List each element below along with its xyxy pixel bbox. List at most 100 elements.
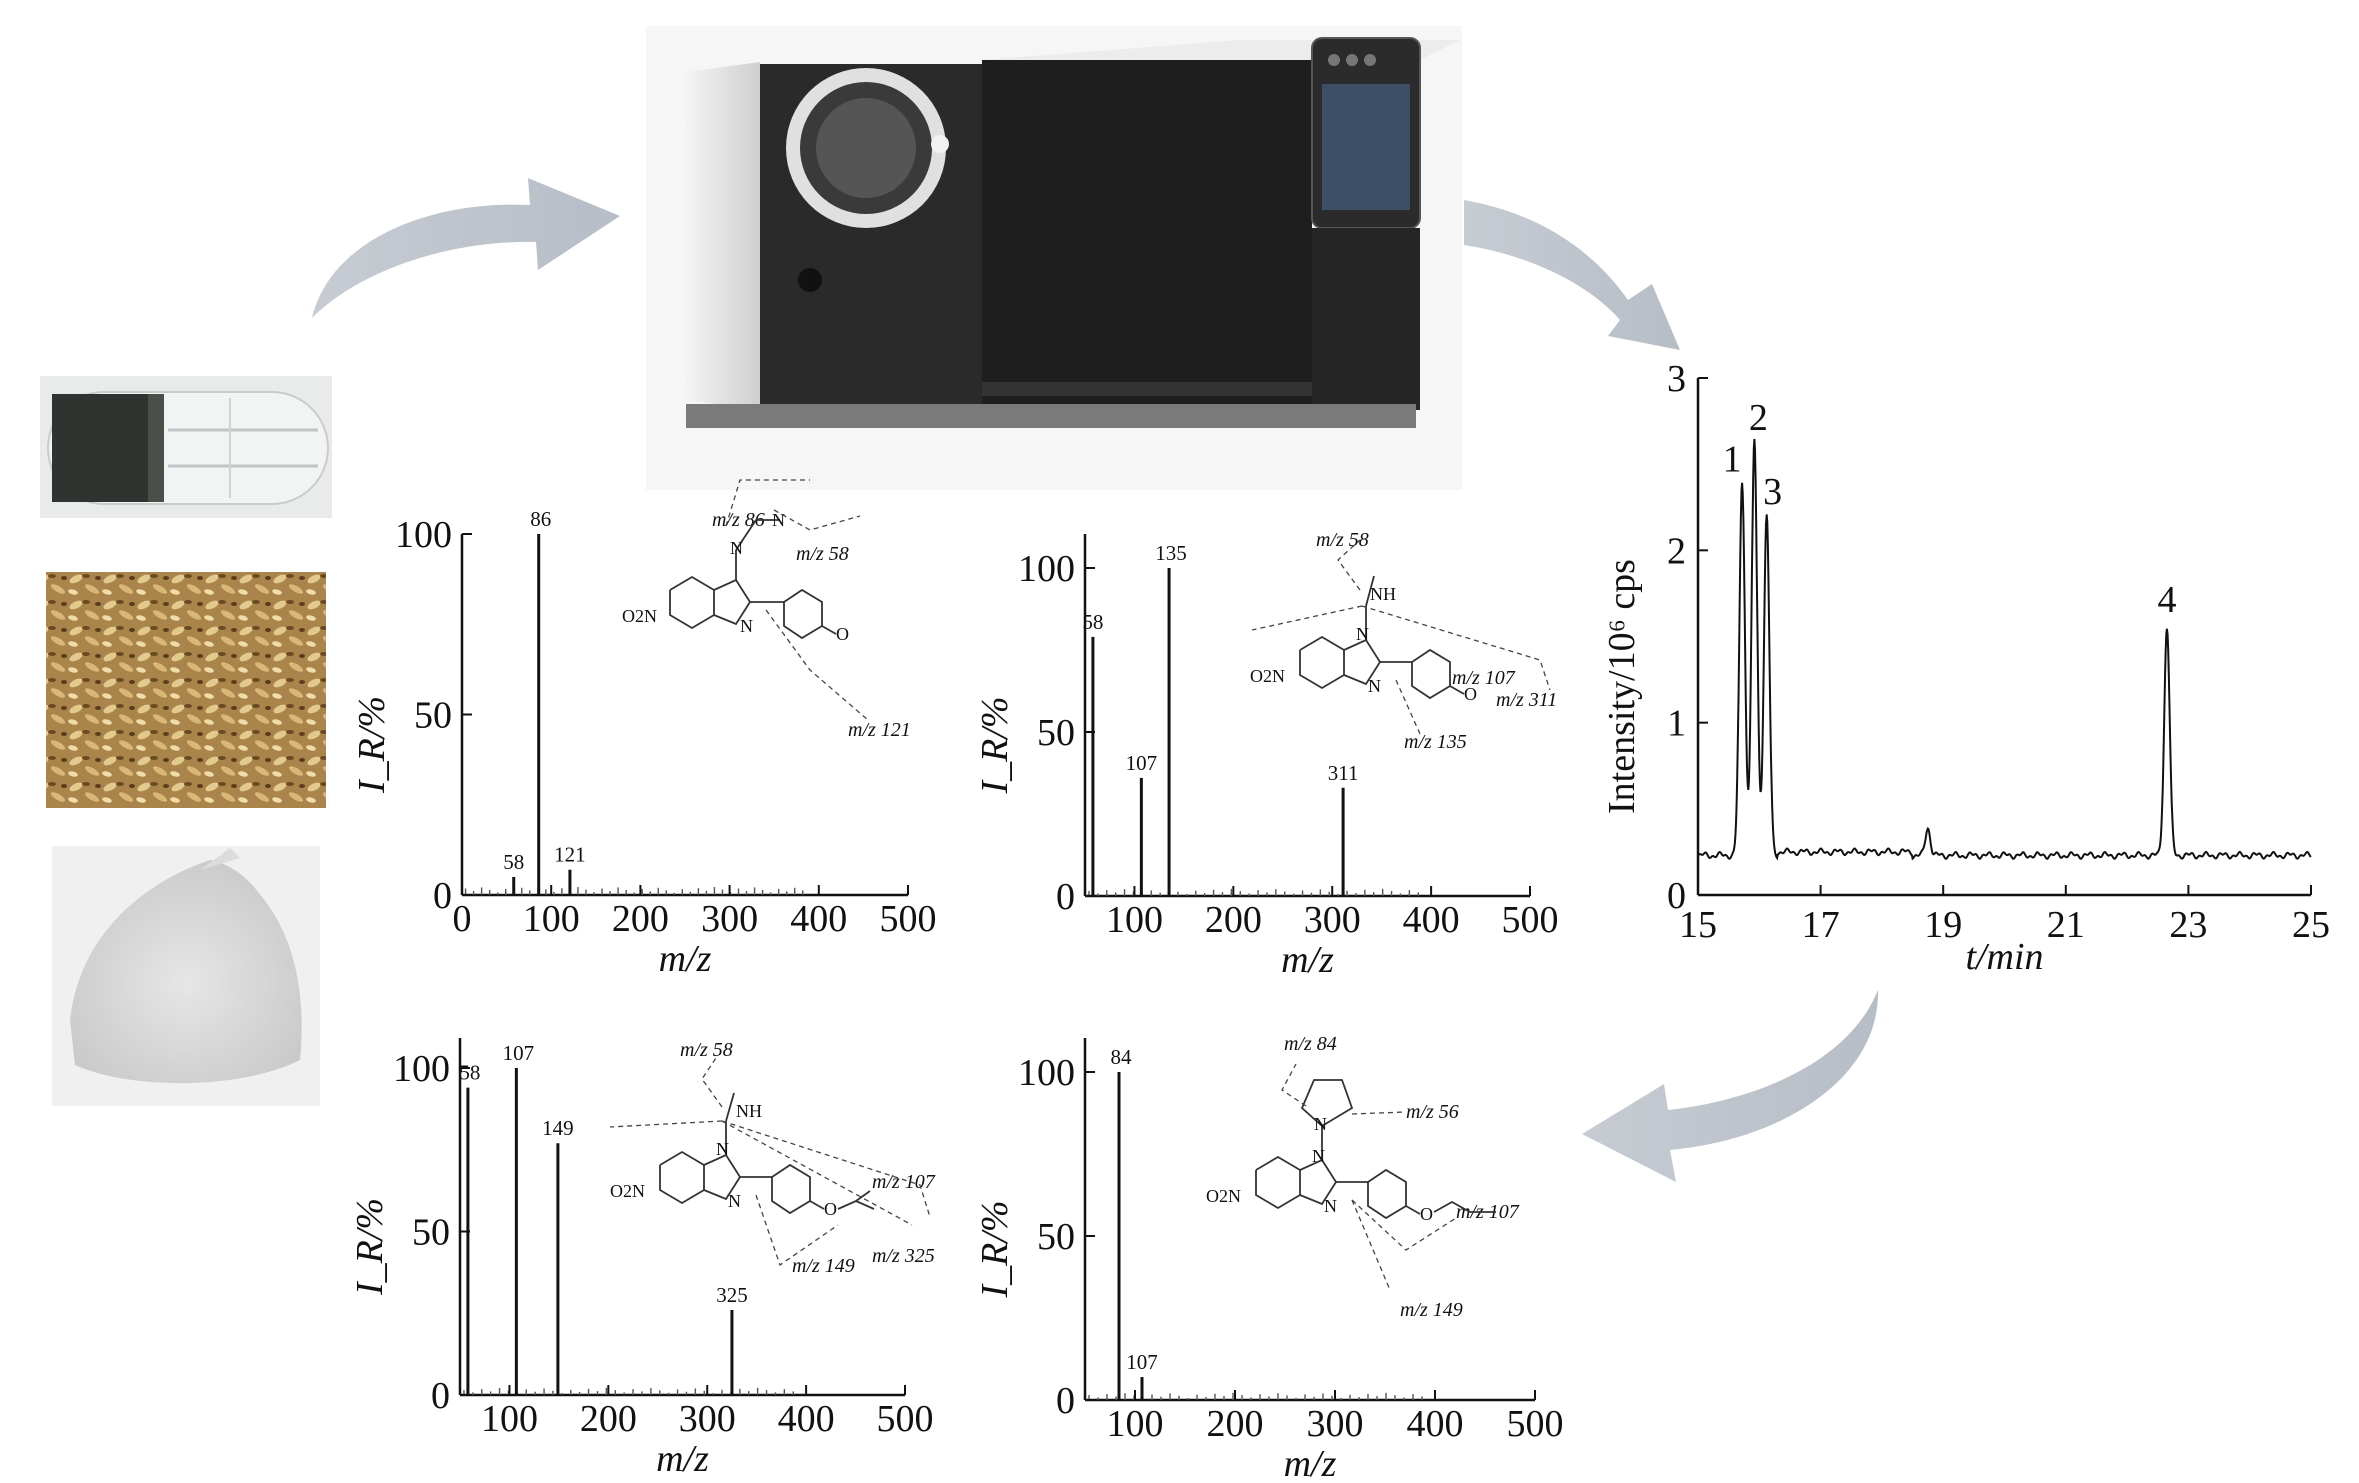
x-axis-title: m/z xyxy=(656,1438,709,1480)
process-arrow xyxy=(1464,200,1680,350)
fragment-label: m/z 149 xyxy=(792,1255,855,1277)
x-tick-label: 500 xyxy=(877,1398,934,1440)
fragment-label: m/z 58 xyxy=(796,543,849,565)
fragment-label: m/z 56 xyxy=(1406,1101,1459,1123)
structure-4: N N N O2N O xyxy=(1206,1063,1496,1291)
x-tick-label: 200 xyxy=(1207,1403,1264,1445)
y-tick-label: 50 xyxy=(412,1212,450,1254)
fragment-label: m/z 84 xyxy=(1284,1033,1337,1055)
atom-label: O xyxy=(824,1199,837,1219)
gc-ms-instrument-illustration xyxy=(646,26,1462,490)
x-tick-label: 500 xyxy=(1507,1403,1564,1445)
atom-label: O2N xyxy=(622,606,657,626)
x-tick-label: 200 xyxy=(1205,899,1262,941)
atom-label: O2N xyxy=(610,1181,645,1201)
y-tick-label: 3 xyxy=(1667,358,1686,400)
atom-label: O2N xyxy=(1250,666,1285,686)
capsule-photo xyxy=(40,376,332,518)
peak-label: 149 xyxy=(542,1116,574,1140)
x-tick-label: 100 xyxy=(523,898,580,940)
atom-label: N xyxy=(1356,624,1369,644)
x-tick-label: 400 xyxy=(1403,899,1460,941)
y-axis-title: Intensity/10⁶ cps xyxy=(1601,559,1643,814)
fragment-label: m/z 149 xyxy=(1400,1299,1463,1321)
peak-label: 107 xyxy=(1126,1350,1158,1374)
x-tick-label: 400 xyxy=(778,1398,835,1440)
x-axis-title: m/z xyxy=(1284,1443,1337,1483)
y-tick-label: 100 xyxy=(395,514,452,556)
chromatogram-trace xyxy=(1697,438,2312,861)
structure-3: NH N N O2N O xyxy=(609,1054,931,1267)
y-tick-label: 50 xyxy=(414,695,452,737)
atom-label: N xyxy=(1324,1196,1337,1216)
fragment-label: m/z 107 xyxy=(1452,667,1516,689)
y-tick-label: 100 xyxy=(1018,548,1075,590)
x-tick-label: 300 xyxy=(1307,1403,1364,1445)
fragment-label: m/z 121 xyxy=(848,719,911,741)
x-axis-title: t/min xyxy=(1965,936,2043,978)
atom-label: NH xyxy=(736,1101,762,1121)
x-tick-label: 300 xyxy=(701,898,758,940)
peak-number-label: 4 xyxy=(2157,579,2176,621)
y-tick-label: 0 xyxy=(431,1375,450,1417)
x-tick-label: 100 xyxy=(481,1398,538,1440)
fragment-label: m/z 58 xyxy=(1316,529,1369,551)
peak-label: 107 xyxy=(1126,751,1158,775)
atom-label: O xyxy=(1420,1204,1433,1224)
white-powder-photo xyxy=(52,846,320,1106)
atom-label: N xyxy=(730,538,743,558)
x-tick-label: 300 xyxy=(679,1398,736,1440)
y-tick-label: 0 xyxy=(433,875,452,917)
y-tick-label: 0 xyxy=(1056,876,1075,918)
x-tick-label: 500 xyxy=(1502,899,1559,941)
x-tick-label: 25 xyxy=(2292,904,2330,946)
atom-label: N xyxy=(716,1139,729,1159)
atom-label: NH xyxy=(1370,584,1396,604)
process-arrow xyxy=(312,178,620,318)
peak-label: 58 xyxy=(503,850,524,874)
peak-label: 86 xyxy=(530,507,551,531)
y-tick-label: 2 xyxy=(1667,530,1686,572)
atom-label: O xyxy=(1464,684,1477,704)
peak-label: 135 xyxy=(1155,541,1187,565)
fragment-label: m/z 107 xyxy=(872,1171,936,1193)
peak-number-label: 2 xyxy=(1749,397,1768,439)
y-tick-label: 0 xyxy=(1056,1380,1075,1422)
y-tick-label: 100 xyxy=(1018,1052,1075,1094)
x-axis-title: m/z xyxy=(659,938,712,980)
y-tick-label: 50 xyxy=(1037,1216,1075,1258)
peak-label: 58 xyxy=(1082,610,1103,634)
x-tick-label: 19 xyxy=(1924,904,1962,946)
y-tick-label: 0 xyxy=(1667,875,1686,917)
y-tick-label: 50 xyxy=(1037,712,1075,754)
x-tick-label: 300 xyxy=(1304,899,1361,941)
atom-label: N xyxy=(728,1191,741,1211)
y-axis-title: I_R/% xyxy=(974,1200,1016,1298)
x-tick-label: 200 xyxy=(612,898,669,940)
x-tick-label: 21 xyxy=(2047,904,2085,946)
structure-2: NH N N O2N O xyxy=(1250,539,1551,735)
x-tick-label: 500 xyxy=(880,898,937,940)
x-tick-label: 400 xyxy=(790,898,847,940)
x-tick-label: 200 xyxy=(580,1398,637,1440)
x-tick-label: 400 xyxy=(1407,1403,1464,1445)
process-arrow xyxy=(1582,990,1879,1182)
atom-label: N xyxy=(1368,676,1381,696)
atom-label: O xyxy=(836,624,849,644)
atom-label: N xyxy=(772,510,785,530)
y-axis-title: I_R/% xyxy=(351,696,393,794)
x-tick-label: 15 xyxy=(1679,904,1717,946)
y-tick-label: 1 xyxy=(1667,703,1686,745)
atom-label: O2N xyxy=(1206,1186,1241,1206)
peak-number-label: 3 xyxy=(1763,471,1782,513)
peak-label: 325 xyxy=(716,1283,748,1307)
peak-label: 311 xyxy=(1328,761,1359,785)
x-tick-label: 100 xyxy=(1107,1403,1164,1445)
x-tick-label: 17 xyxy=(1802,904,1840,946)
peak-label: 58 xyxy=(459,1061,480,1085)
